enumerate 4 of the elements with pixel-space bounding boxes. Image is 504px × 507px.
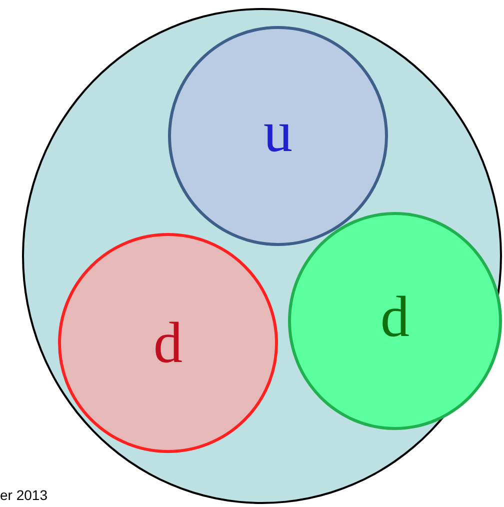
quark-letter: d: [154, 314, 182, 372]
footer-text: er 2013: [0, 487, 48, 503]
quark-letter: u: [264, 103, 292, 161]
quark-letter: d: [380, 288, 410, 346]
